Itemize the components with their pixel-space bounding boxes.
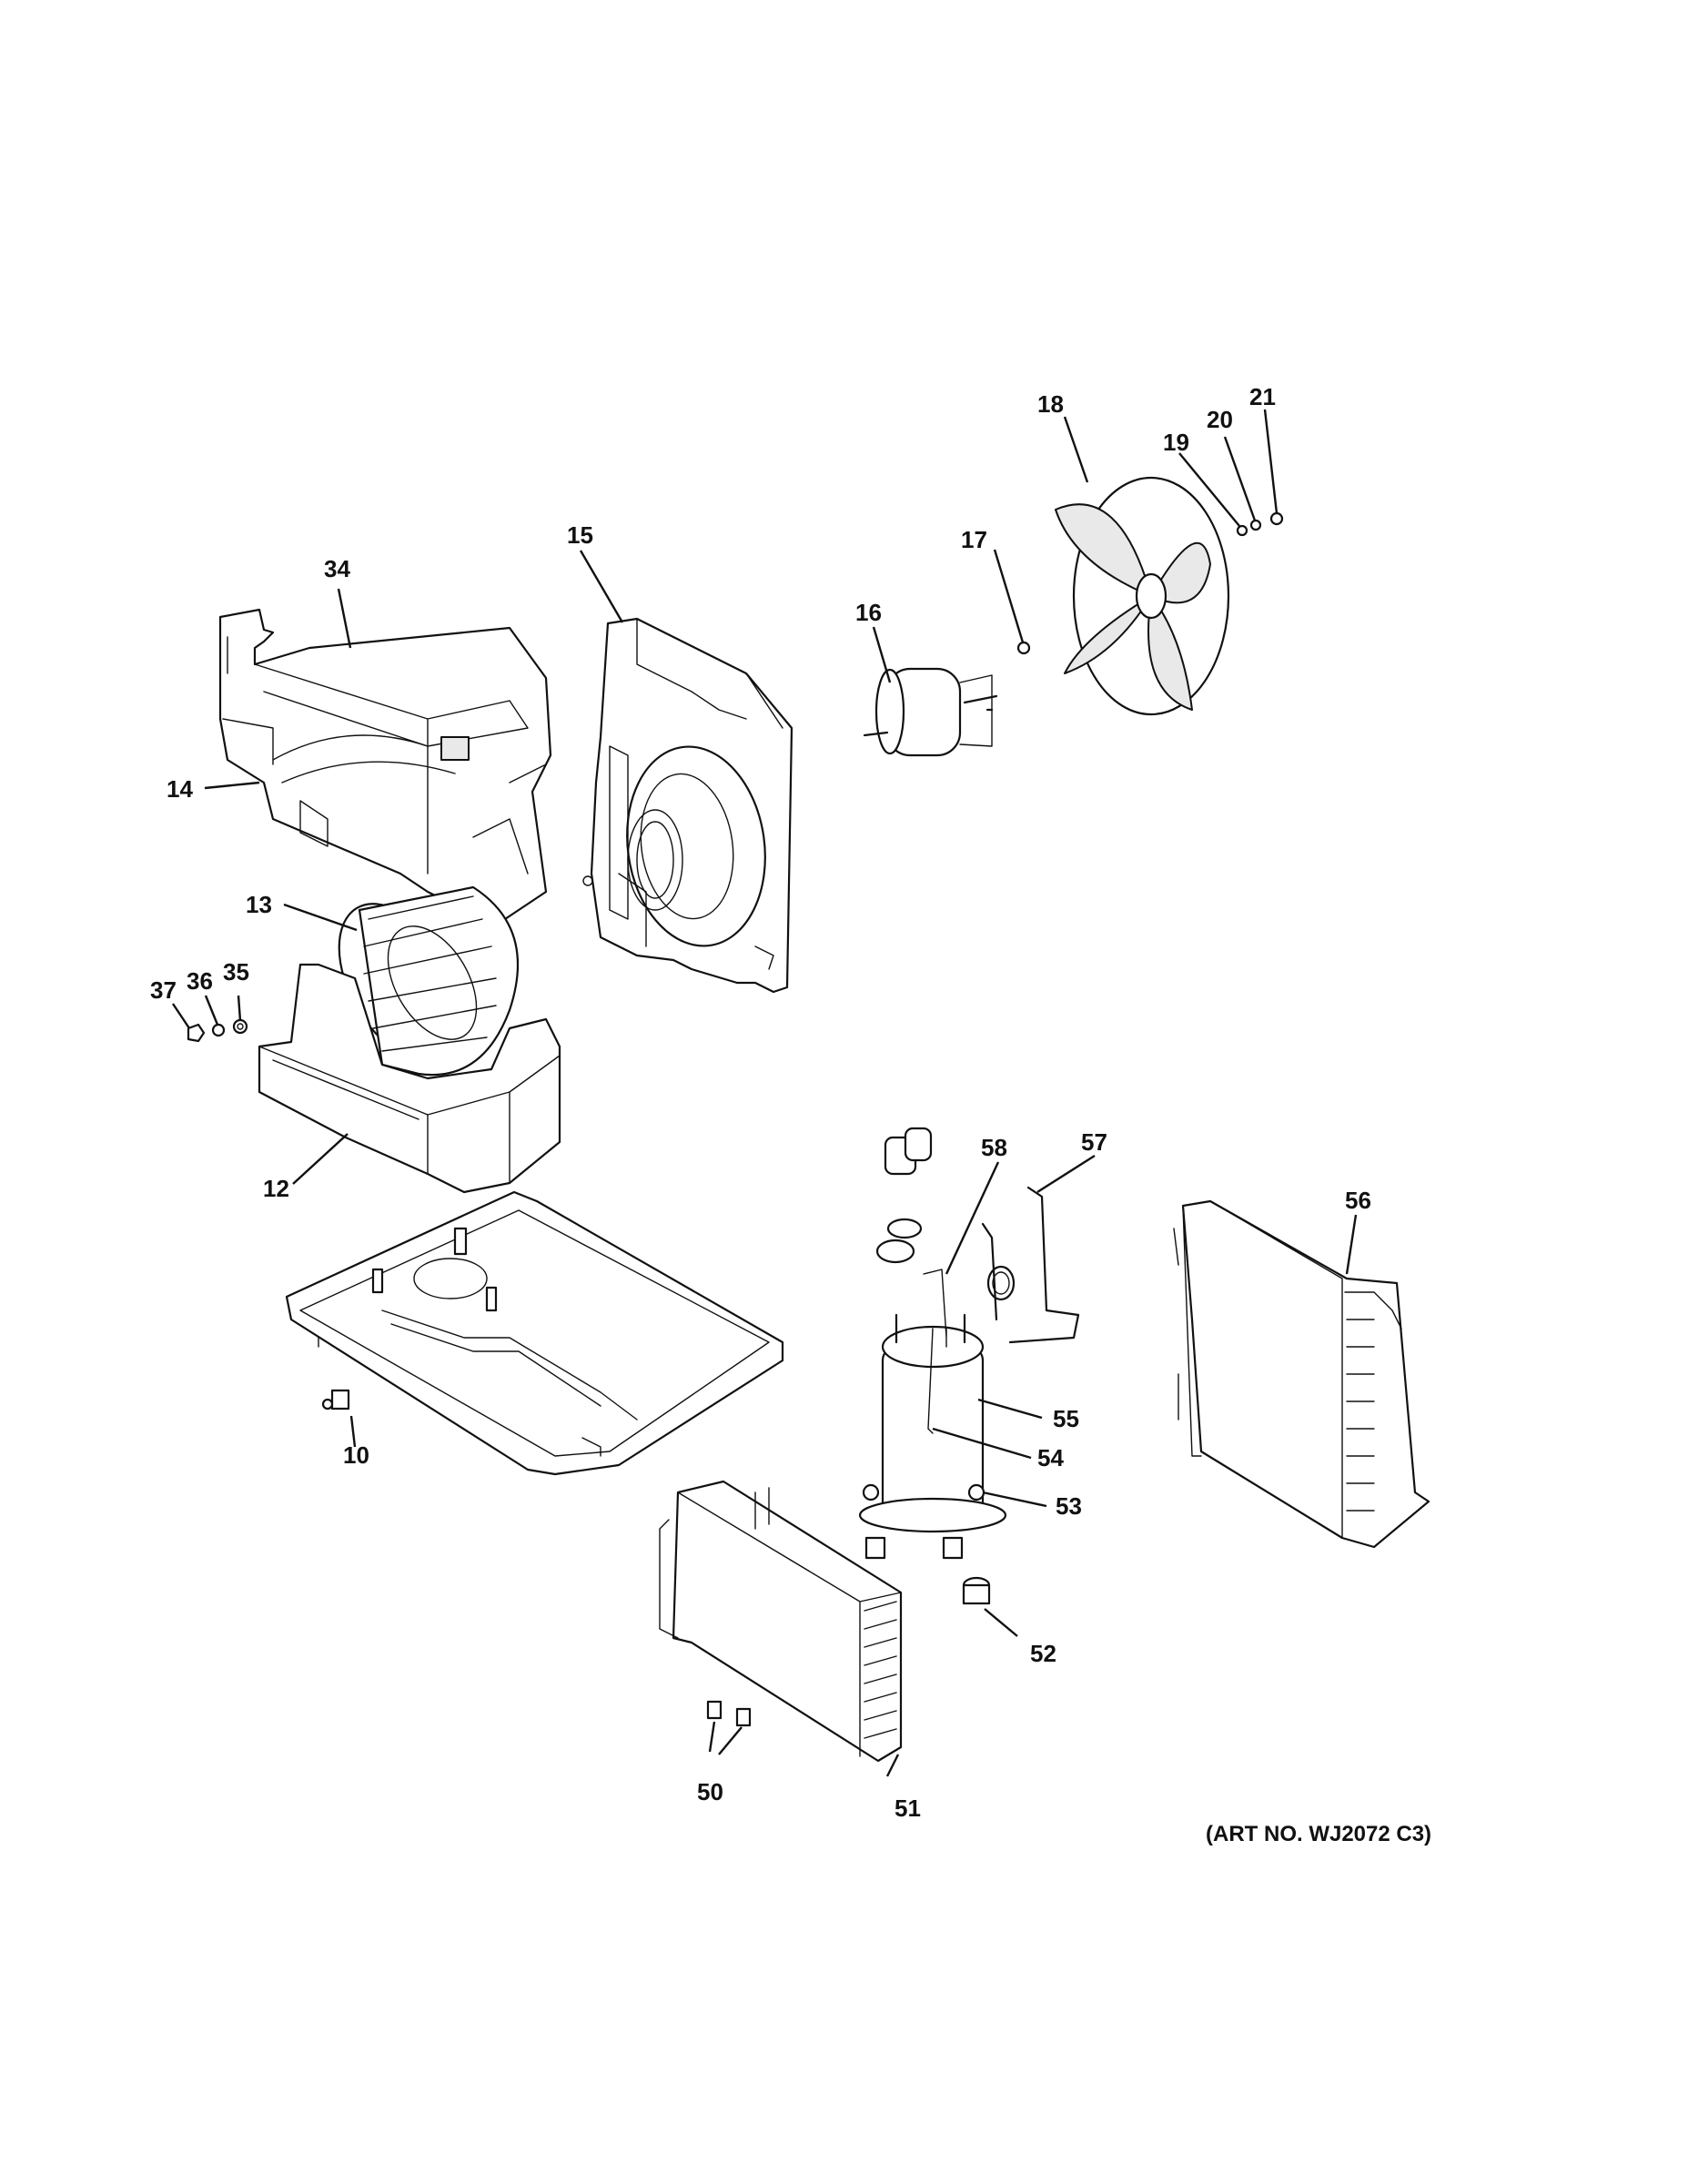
part-orifice-shroud (582, 617, 793, 994)
part-compressor (858, 1269, 1007, 1533)
part-condenser-coil (659, 1480, 903, 1763)
callout-51: 51 (895, 1795, 921, 1822)
part-evaporator-coil (1173, 1199, 1430, 1549)
part-clip (321, 1389, 350, 1410)
callout-55: 55 (1053, 1405, 1079, 1432)
callout-21: 21 (1249, 383, 1276, 410)
callout-37: 37 (150, 976, 177, 1004)
callout-20: 20 (1207, 406, 1233, 433)
callout-13: 13 (246, 891, 272, 918)
callout-18: 18 (1037, 390, 1064, 418)
callout-17: 17 (961, 526, 987, 553)
callout-19: 19 (1163, 429, 1189, 456)
callout-54: 54 (1037, 1444, 1064, 1471)
callout-16: 16 (855, 599, 882, 626)
part-coil-clips (706, 1700, 752, 1727)
part-evaporator-housing (218, 608, 552, 930)
part-fan-blade (1055, 476, 1284, 716)
callout-52: 52 (1030, 1640, 1056, 1667)
leader-lines (172, 409, 1358, 1777)
part-compressor-grommets (864, 1536, 991, 1605)
callout-34: 34 (324, 555, 350, 582)
callout-57: 57 (1081, 1128, 1107, 1156)
callout-10: 10 (343, 1441, 369, 1469)
callout-labels: 34 14 13 12 35 36 37 15 16 17 18 19 20 2… (150, 383, 1371, 1822)
callout-50: 50 (697, 1778, 723, 1805)
callout-36: 36 (187, 967, 213, 995)
callout-58: 58 (981, 1134, 1007, 1161)
part-terminal-cover (875, 1127, 933, 1264)
part-scroll-housing (258, 963, 561, 1194)
part-fan-motor (863, 641, 1031, 757)
callout-53: 53 (1056, 1492, 1082, 1520)
part-capillary-tube (981, 1186, 1080, 1344)
callout-15: 15 (567, 521, 593, 549)
callout-35: 35 (223, 958, 249, 986)
callout-12: 12 (263, 1175, 289, 1202)
art-number: (ART NO. WJ2072 C3) (1206, 1822, 1432, 1846)
part-base-pan (285, 1190, 784, 1476)
callout-14: 14 (167, 775, 193, 803)
callout-56: 56 (1345, 1187, 1371, 1214)
